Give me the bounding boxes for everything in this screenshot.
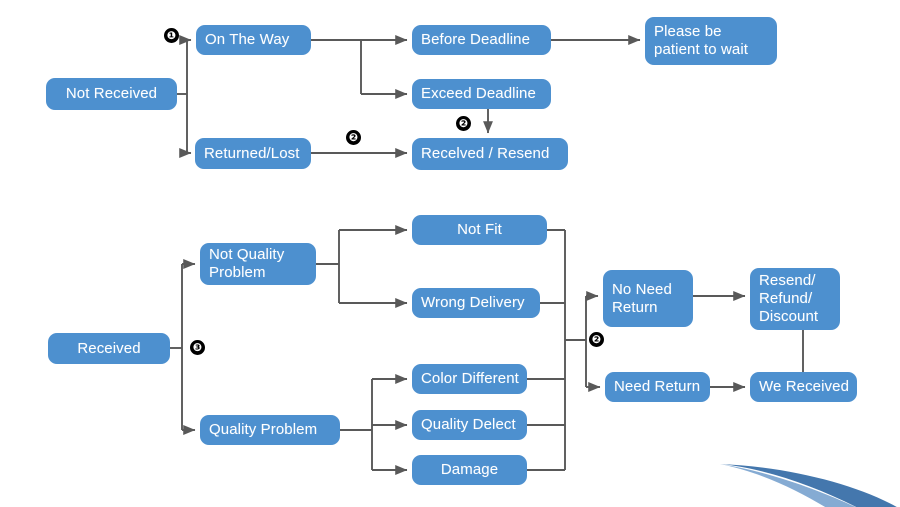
step-marker-2-exceed: ❷: [456, 116, 471, 131]
node-wrong-delivery[interactable]: Wrong Delivery: [412, 288, 540, 318]
node-label: Before Deadline: [421, 31, 531, 49]
node-on-the-way[interactable]: On The Way: [196, 25, 311, 55]
step-marker-2-returned: ❷: [346, 130, 361, 145]
node-we-received[interactable]: We Received: [750, 372, 857, 402]
node-quality-problem[interactable]: Quality Problem: [200, 415, 340, 445]
node-label: Quality Problem: [209, 421, 318, 439]
node-label: Not Received: [65, 85, 158, 103]
step-marker-1: ❶: [164, 28, 179, 43]
node-label: No Need Return: [612, 280, 672, 316]
node-quality-delect[interactable]: Quality Delect: [412, 410, 527, 440]
decorative-swoosh: [720, 464, 897, 507]
node-not-received[interactable]: Not Received: [46, 78, 177, 110]
node-before-deadline[interactable]: Before Deadline: [412, 25, 551, 55]
step-marker-3-received: ❸: [190, 340, 205, 355]
step-marker-2-return-split: ❷: [589, 332, 604, 347]
node-label: Quality Delect: [421, 416, 516, 434]
node-returned-lost[interactable]: Returned/Lost: [195, 138, 311, 169]
node-label: Color Different: [421, 370, 519, 388]
node-label: Not Quality Problem: [209, 246, 285, 281]
node-label: Wrong Delivery: [421, 294, 525, 312]
node-label: Need Return: [614, 378, 701, 396]
node-label: Received: [77, 339, 141, 357]
node-not-quality-problem[interactable]: Not Quality Problem: [200, 243, 316, 285]
node-received[interactable]: Received: [48, 333, 170, 364]
node-exceed-deadline[interactable]: Exceed Deadline: [412, 79, 551, 109]
node-label: Please be patient to wait: [654, 23, 749, 58]
node-label: Not Fit: [457, 221, 502, 239]
node-damage[interactable]: Damage: [412, 455, 527, 485]
node-label: On The Way: [205, 31, 290, 49]
node-color-different[interactable]: Color Different: [412, 364, 527, 394]
node-please-be-patient[interactable]: Please be patient to wait: [645, 17, 777, 65]
node-label: Exceed Deadline: [421, 85, 536, 103]
node-no-need-return[interactable]: No Need Return: [603, 270, 693, 327]
node-resend-refund-discount[interactable]: Resend/ Refund/ Discount: [750, 268, 840, 330]
node-need-return[interactable]: Need Return: [605, 372, 710, 402]
node-not-fit[interactable]: Not Fit: [412, 215, 547, 245]
node-label: Returned/Lost: [204, 144, 300, 162]
node-label: Damage: [440, 461, 499, 479]
node-recelved-resend[interactable]: Recelved / Resend: [412, 138, 568, 170]
node-label: Recelved / Resend: [421, 145, 550, 163]
node-label: Resend/ Refund/ Discount: [759, 272, 819, 325]
node-label: We Received: [759, 378, 850, 396]
